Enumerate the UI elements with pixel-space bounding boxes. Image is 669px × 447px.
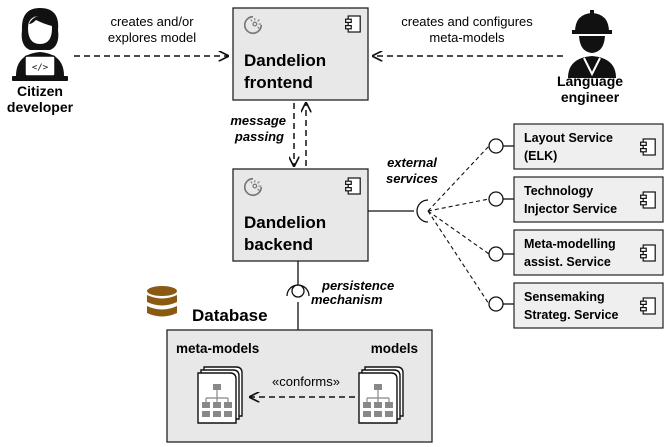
- service-sense-line2: Strateg. Service: [524, 308, 619, 322]
- database-title: Database: [192, 306, 268, 325]
- component-icon: [640, 138, 656, 156]
- engineer-label-line1: Language: [557, 73, 623, 89]
- component-icon: [640, 191, 656, 209]
- message-passing-label-line2: passing: [234, 129, 284, 144]
- frontend-label-line1: Dandelion: [244, 51, 326, 70]
- persistence-label-line1: persistence: [321, 278, 394, 293]
- edge-engineer-frontend: creates and configures meta-models: [373, 14, 563, 56]
- model-document-icon: [358, 366, 404, 424]
- persistence-label-line2: mechanism: [311, 292, 383, 307]
- backend-label-line2: backend: [244, 235, 313, 254]
- component-icon: [640, 297, 656, 315]
- meta-models-label: meta-models: [176, 341, 259, 356]
- service-technology-injector: Technology Injector Service: [488, 176, 664, 223]
- edge-citizen-label-line1: creates and/or: [110, 14, 194, 29]
- persistence-connector: persistence mechanism: [286, 261, 394, 330]
- service-tech-line1: Technology: [524, 184, 593, 198]
- component-icon: [345, 15, 361, 33]
- database-icon: [147, 286, 177, 317]
- meta-model-document-icon: [197, 366, 243, 424]
- language-engineer-actor: Language engineer: [557, 10, 623, 105]
- message-passing-edge: message passing: [230, 103, 306, 166]
- service-layout: Layout Service (ELK): [488, 123, 664, 170]
- edge-citizen-frontend: creates and/or explores model: [74, 14, 228, 56]
- service-layout-line2: (ELK): [524, 149, 557, 163]
- dandelion-backend-component: Dandelion backend: [232, 168, 369, 262]
- service-meta-modelling: Meta-modelling assist. Service: [488, 229, 664, 276]
- service-sensemaking: Sensemaking Strateg. Service: [488, 282, 664, 329]
- external-services-label-line1: external: [387, 155, 437, 170]
- frontend-label-line2: frontend: [244, 73, 313, 92]
- external-services-connector: external services: [368, 145, 490, 305]
- citizen-label-line2: developer: [7, 99, 74, 115]
- component-icon: [345, 177, 361, 195]
- svg-text:</>: </>: [32, 63, 49, 73]
- citizen-developer-actor: </> Citizen developer: [7, 8, 74, 115]
- worker-helmet-icon: [568, 10, 616, 78]
- models-label: models: [371, 341, 418, 356]
- external-services-label-line2: services: [386, 171, 438, 186]
- service-layout-line1: Layout Service: [524, 131, 613, 145]
- edge-citizen-label-line2: explores model: [108, 30, 196, 45]
- conforms-label: «conforms»: [272, 374, 340, 389]
- service-meta-line1: Meta-modelling: [524, 237, 616, 251]
- developer-laptop-icon: </>: [12, 8, 68, 81]
- backend-label-line1: Dandelion: [244, 213, 326, 232]
- dandelion-frontend-component: Dandelion frontend: [232, 7, 369, 101]
- service-sense-line1: Sensemaking: [524, 290, 605, 304]
- engineer-label-line2: engineer: [561, 89, 620, 105]
- edge-engineer-label-line2: meta-models: [429, 30, 505, 45]
- service-tech-line2: Injector Service: [524, 202, 617, 216]
- database-container: Database meta-models models «conforms»: [147, 286, 433, 443]
- message-passing-label-line1: message: [230, 113, 286, 128]
- service-meta-line2: assist. Service: [524, 255, 611, 269]
- edge-engineer-label-line1: creates and configures: [401, 14, 533, 29]
- citizen-label-line1: Citizen: [17, 83, 63, 99]
- component-icon: [640, 244, 656, 262]
